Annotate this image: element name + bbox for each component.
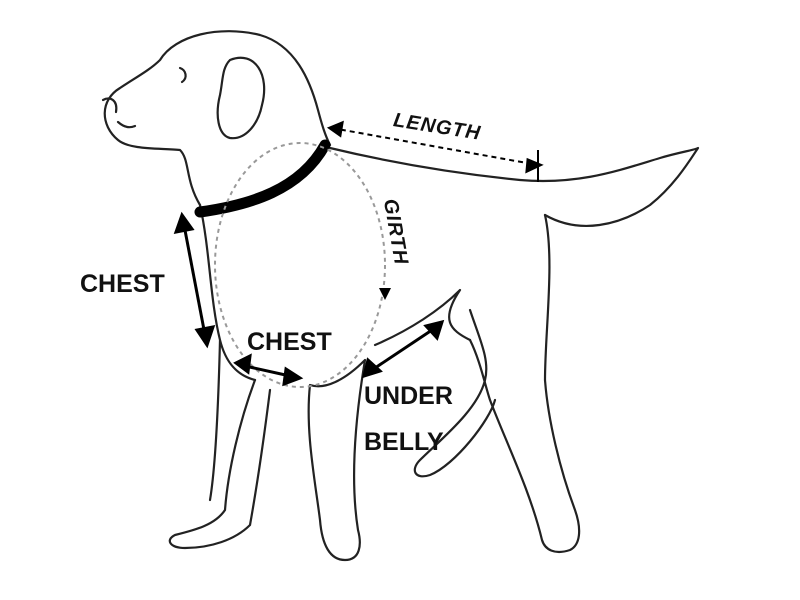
dog-back-outline — [328, 146, 700, 227]
dog-head-outline — [103, 30, 332, 207]
dog-hind-leg — [468, 213, 581, 554]
under-belly-arrow — [371, 328, 433, 372]
dog-ear — [216, 56, 266, 140]
length-arrowhead-left — [326, 120, 344, 138]
chest-front-arrowhead-top — [173, 211, 195, 234]
dog-nose — [101, 97, 118, 114]
chest-lower-arrow — [244, 364, 291, 378]
dog-eye — [178, 66, 187, 84]
dog-front-leg-right — [307, 358, 367, 562]
chest-lower-label: CHEST — [247, 328, 332, 356]
under-belly-label-line1: UNDER — [364, 382, 453, 410]
dog-chest-outline — [198, 203, 257, 502]
chest-front-arrow — [182, 224, 207, 336]
chest-lower-arrowhead-left — [233, 353, 252, 375]
under-belly-arrowhead-top — [423, 319, 445, 341]
under-belly-label-line2: BELLY — [364, 428, 444, 456]
girth-arrowhead — [379, 288, 391, 300]
under-belly-arrowhead-bottom — [361, 357, 383, 379]
dog-belly-outline — [373, 288, 497, 478]
girth-dashed-ellipse — [214, 142, 386, 388]
length-arrow — [331, 127, 539, 166]
dog-front-leg-left — [168, 378, 272, 550]
length-arrowhead-right — [525, 157, 544, 174]
chest-front-label: CHEST — [80, 270, 165, 298]
chest-front-arrowhead-bottom — [194, 325, 216, 349]
dog-mouth — [116, 120, 137, 129]
dog-collar — [194, 139, 331, 218]
chest-lower-arrowhead-right — [282, 366, 304, 387]
